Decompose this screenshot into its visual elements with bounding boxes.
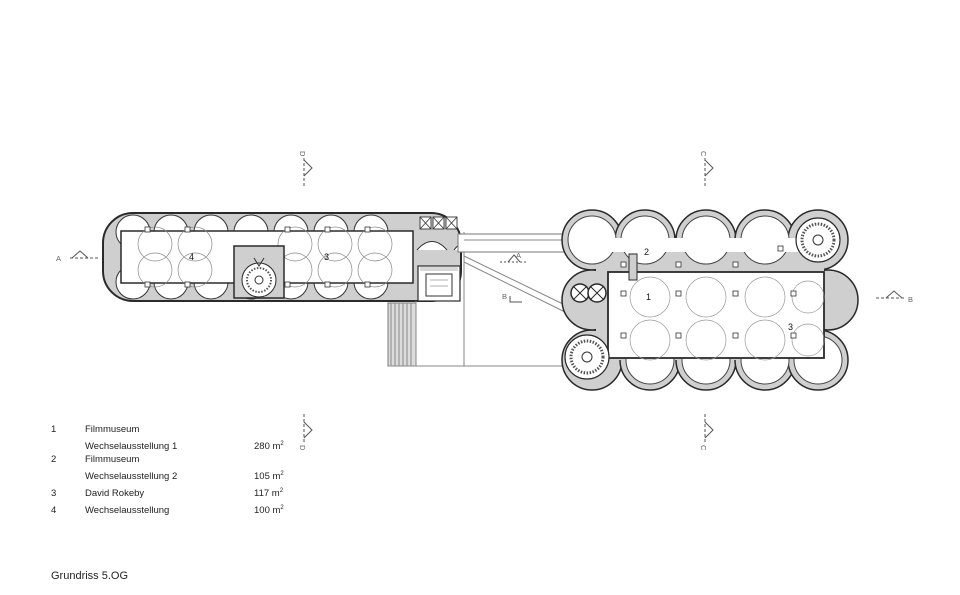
legend-area: 280 m2 (254, 441, 284, 453)
legend-label: Filmmuseum (85, 424, 140, 435)
floor-plan: 4 3 2 1 3 A B D D C C A (56, 151, 913, 451)
room-number-1: 1 (646, 292, 651, 302)
legend-area: 117 m2 (254, 488, 284, 500)
connector (387, 232, 571, 367)
legend-area: 105 m2 (254, 471, 284, 483)
room-number-4: 4 (189, 252, 194, 262)
legend-label: David Rokeby (85, 488, 145, 499)
section-a-left-label: A (56, 254, 61, 263)
legend-number: 1 (51, 424, 57, 435)
legend-number: 4 (51, 505, 57, 516)
legend-label: Filmmuseum (85, 454, 140, 465)
section-a-right-label: A (516, 251, 521, 260)
lift-circles (570, 283, 607, 303)
east-wing (561, 209, 859, 391)
section-c-top-label: C (699, 151, 708, 157)
spiral-stair-ne (795, 217, 841, 263)
section-b-right-label: B (908, 295, 913, 304)
room-labels: 4 3 2 1 3 (189, 247, 793, 332)
section-c-bottom-label: C (699, 445, 708, 451)
room-number-3-west: 3 (324, 252, 329, 262)
spiral-stair-sw (564, 334, 610, 380)
west-wing (102, 212, 469, 302)
legend-label: Wechselausstellung 1 (85, 441, 178, 452)
legend-number: 3 (51, 488, 57, 499)
section-markers (70, 158, 904, 442)
section-b-left-label: B (502, 292, 507, 301)
section-d-top-label: D (298, 151, 307, 157)
room-number-2: 2 (644, 247, 649, 257)
plan-caption: Grundriss 5.OG (51, 570, 129, 582)
legend-area: 100 m2 (254, 505, 284, 517)
legend-label: Wechselausstellung (85, 505, 170, 516)
room-number-3-east: 3 (788, 322, 793, 332)
legend-label: Wechselausstellung 2 (85, 471, 178, 482)
legend-number: 2 (51, 454, 57, 465)
section-marker-labels: A B D D C C A B (56, 151, 913, 451)
section-d-bottom-label: D (298, 445, 307, 451)
